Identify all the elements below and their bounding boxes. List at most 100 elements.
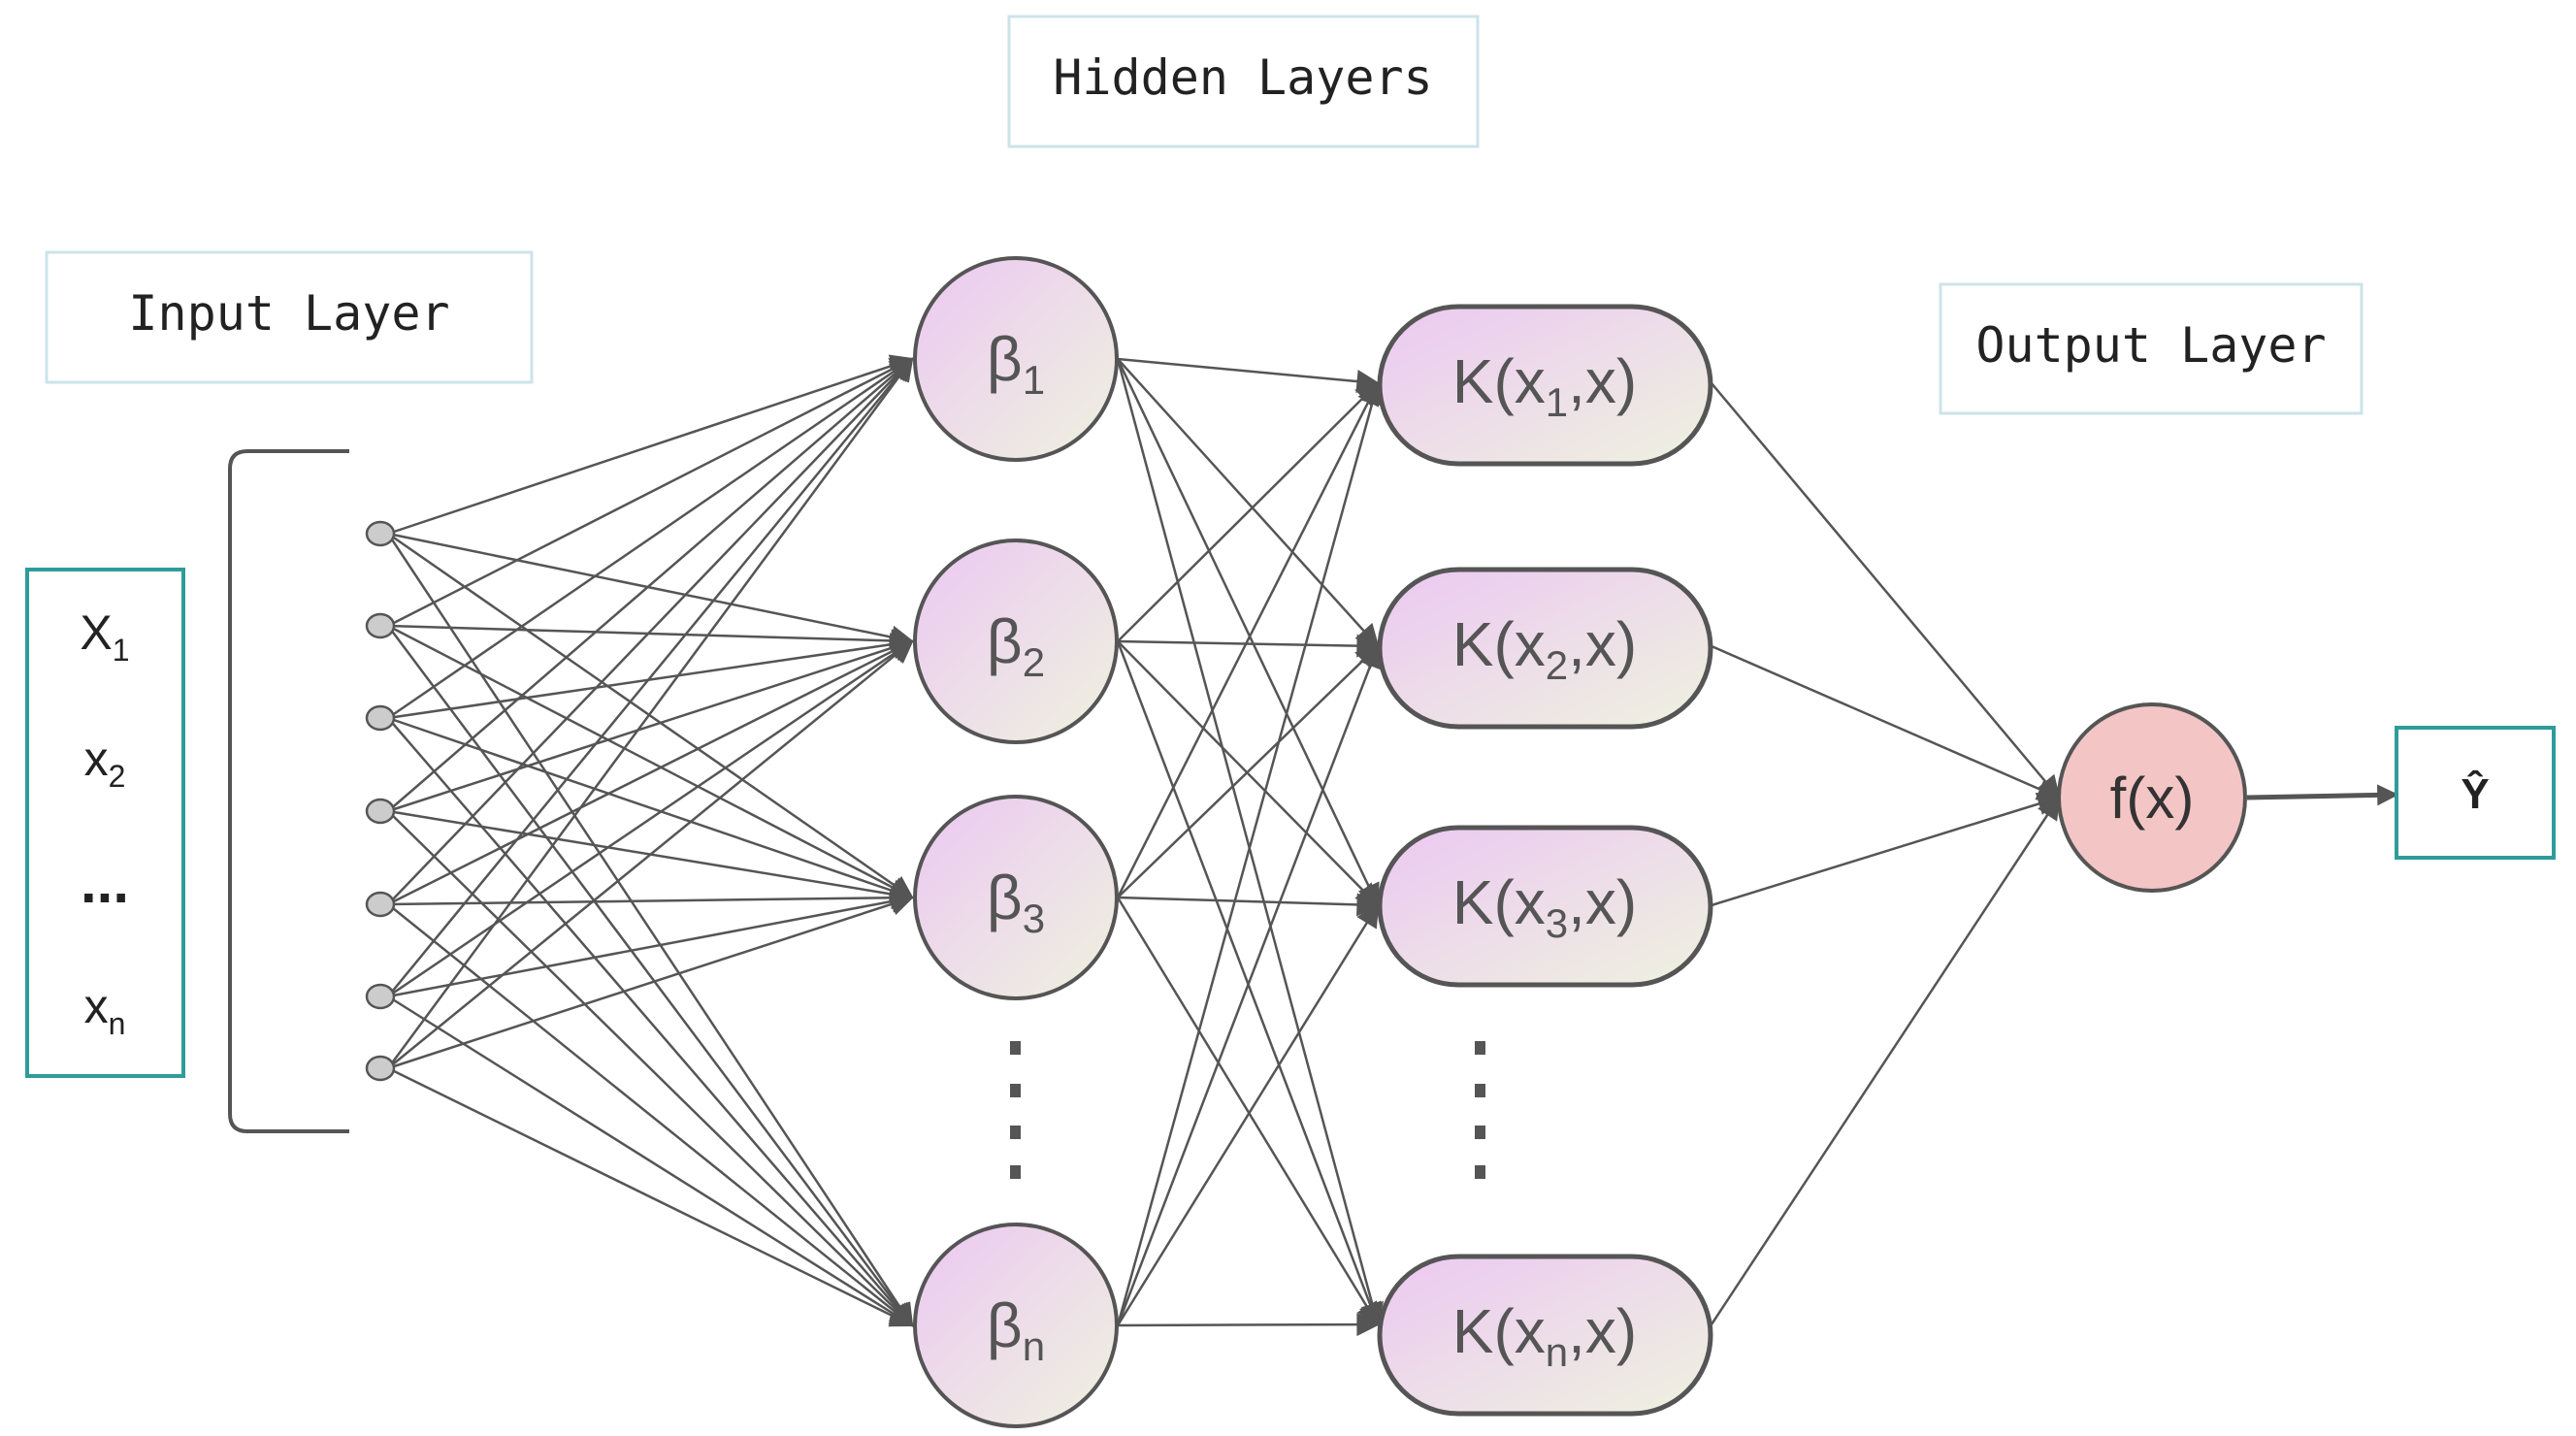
input-neurons bbox=[365, 520, 396, 1082]
kernel-2-post: ,x) bbox=[1568, 609, 1637, 679]
input-layer-label: Input Layer bbox=[128, 285, 449, 342]
beta-node-2: β2 bbox=[913, 538, 1119, 744]
edge-beta-3-to-kernel-3 bbox=[1117, 893, 1381, 917]
kernel-node-2: K(x2,x) bbox=[1377, 567, 1713, 730]
kernel-2-pre: K(x bbox=[1452, 609, 1546, 679]
kernel-1-sub: 1 bbox=[1546, 379, 1568, 425]
input-neuron-2 bbox=[365, 612, 396, 639]
hidden-layers-label: Hidden Layers bbox=[1053, 49, 1432, 106]
beta-n-sub: n bbox=[1023, 1323, 1045, 1369]
svg-text:K(x2,x): K(x2,x) bbox=[1452, 609, 1637, 688]
beta-1-base: β bbox=[987, 324, 1023, 394]
edge-input-6-to-beta-2 bbox=[387, 639, 914, 998]
edge-beta-4-to-kernel-4 bbox=[1117, 1313, 1381, 1337]
input-x2: x2 bbox=[84, 732, 126, 794]
edge-input-1-to-beta-2 bbox=[387, 532, 915, 649]
edge-input-5-to-beta-1 bbox=[387, 357, 914, 905]
output-layer-label-box: Output Layer bbox=[1939, 282, 2364, 415]
edge-beta-2-to-kernel-2 bbox=[1117, 634, 1381, 658]
input-vector-box: X1 x2 ... xn bbox=[25, 568, 185, 1078]
edge-input-6-to-beta-3 bbox=[387, 890, 915, 998]
kernel-node-3: K(x3,x) bbox=[1377, 825, 1713, 988]
svg-text:K(xn,x): K(xn,x) bbox=[1452, 1296, 1637, 1375]
edge-input-7-to-beta-1 bbox=[386, 357, 914, 1069]
input-x1: X1 bbox=[80, 605, 129, 668]
edge-beta-3-to-kernel-1 bbox=[1116, 380, 1380, 898]
edge-input-7-to-beta-2 bbox=[387, 639, 914, 1069]
output-node-label: f(x) bbox=[2110, 766, 2195, 831]
kernel-2-sub: 2 bbox=[1546, 642, 1568, 688]
edge-kernel-1-to-output bbox=[1711, 382, 2061, 800]
edge-input-7-to-beta-3 bbox=[387, 893, 915, 1070]
svg-text:βn: βn bbox=[987, 1290, 1045, 1369]
kernel-n-sub: n bbox=[1546, 1329, 1568, 1375]
edge-input-3-to-beta-3 bbox=[387, 716, 915, 902]
beta-node-3: β3 bbox=[913, 795, 1119, 1000]
beta-2-sub: 2 bbox=[1023, 639, 1045, 685]
beta-node-1: β1 bbox=[913, 256, 1119, 462]
input-neuron-5 bbox=[365, 891, 396, 918]
kernel-vertical-ellipsis bbox=[1475, 1041, 1485, 1179]
input-layer-label-box: Input Layer bbox=[45, 250, 534, 384]
svg-text:β2: β2 bbox=[987, 606, 1045, 685]
input-neuron-4 bbox=[365, 798, 396, 825]
output-value: Ŷ bbox=[2461, 769, 2489, 818]
edge-beta-1-to-kernel-3 bbox=[1116, 358, 1380, 908]
edge-input-5-to-beta-3 bbox=[387, 886, 915, 910]
edge-input-3-to-beta-1 bbox=[387, 357, 914, 720]
kernel-n-pre: K(x bbox=[1452, 1296, 1546, 1366]
edge-input-4-to-beta-2 bbox=[387, 636, 915, 813]
beta-2-base: β bbox=[987, 606, 1023, 676]
output-node: f(x) bbox=[2057, 702, 2247, 893]
beta-3-base: β bbox=[987, 863, 1023, 932]
edge-input-2-to-beta-4 bbox=[386, 625, 914, 1327]
edge-input-6-to-beta-4 bbox=[387, 995, 915, 1327]
svg-text:K(x3,x): K(x3,x) bbox=[1452, 867, 1637, 946]
beta-vertical-ellipsis bbox=[1010, 1041, 1021, 1179]
beta-3-sub: 3 bbox=[1023, 896, 1045, 941]
kernel-1-post: ,x) bbox=[1568, 346, 1637, 416]
input-xn: xn bbox=[84, 979, 126, 1041]
edge-kernel-2-to-output bbox=[1711, 644, 2062, 800]
edge-input-2-to-beta-2 bbox=[387, 624, 915, 653]
svg-text:K(x1,x): K(x1,x) bbox=[1452, 346, 1637, 425]
kernel-3-pre: K(x bbox=[1452, 867, 1546, 937]
edge-beta-1-to-kernel-1 bbox=[1117, 357, 1381, 393]
edge-input-3-to-beta-4 bbox=[387, 717, 914, 1327]
hidden-layers-label-box: Hidden Layers bbox=[1007, 15, 1480, 148]
input-bracket bbox=[228, 449, 349, 1133]
output-value-box: Ŷ bbox=[2395, 726, 2556, 860]
edge-input-1-to-beta-1 bbox=[387, 354, 915, 536]
edge-beta-4-to-kernel-1 bbox=[1116, 380, 1384, 1326]
beta-n-base: β bbox=[987, 1290, 1023, 1360]
beta-node-n: βn bbox=[913, 1223, 1119, 1428]
kernel-3-sub: 3 bbox=[1546, 900, 1568, 946]
edge-input-4-to-beta-1 bbox=[387, 357, 914, 812]
edge-beta-3-to-kernel-4 bbox=[1116, 897, 1380, 1327]
edge-input-5-to-beta-4 bbox=[387, 903, 914, 1327]
beta-1-sub: 1 bbox=[1023, 357, 1045, 403]
edge-beta-3-to-kernel-2 bbox=[1117, 644, 1380, 898]
output-layer-label: Output Layer bbox=[1975, 317, 2326, 374]
connection-edges bbox=[386, 354, 2062, 1337]
edge-input-2-to-beta-1 bbox=[387, 357, 915, 628]
edge-beta-1-to-kernel-2 bbox=[1117, 358, 1380, 648]
edge-beta-4-to-kernel-2 bbox=[1116, 643, 1382, 1326]
edge-input-4-to-beta-4 bbox=[387, 810, 914, 1327]
kernel-node-n: K(xn,x) bbox=[1377, 1254, 1713, 1417]
svg-text:β3: β3 bbox=[987, 863, 1045, 941]
kernel-3-post: ,x) bbox=[1568, 867, 1637, 937]
edge-kernel-4-to-output bbox=[1710, 795, 2061, 1325]
edge-beta-1-to-kernel-4 bbox=[1116, 358, 1384, 1327]
input-neuron-1 bbox=[365, 520, 396, 547]
edge-kernel-3-to-output bbox=[1711, 792, 2062, 907]
kernel-node-1: K(x1,x) bbox=[1377, 304, 1713, 467]
output-arrow bbox=[2246, 784, 2399, 806]
edge-input-3-to-beta-2 bbox=[387, 633, 915, 720]
edge-input-1-to-beta-4 bbox=[386, 533, 914, 1328]
kernel-1-pre: K(x bbox=[1452, 346, 1546, 416]
svg-text:β1: β1 bbox=[987, 324, 1045, 403]
edge-input-2-to-beta-3 bbox=[387, 624, 915, 899]
